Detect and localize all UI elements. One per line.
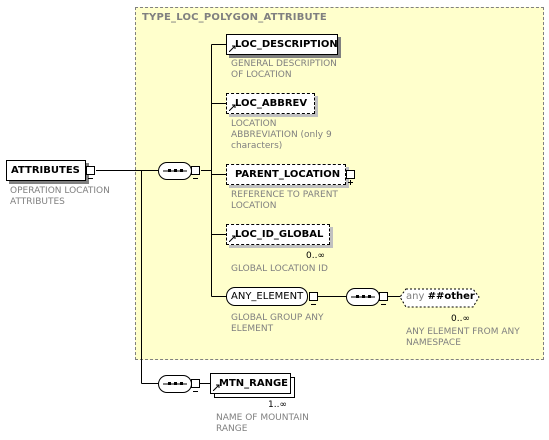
any-wildcard-description: ANY ELEMENT FROM ANY NAMESPACE (406, 327, 520, 348)
occurrence-label: 1..∞ (268, 400, 287, 410)
sequence-compositor[interactable] (346, 288, 380, 306)
element-description: GLOBAL LOCATION ID (231, 264, 328, 274)
sequence-compositor-icon (163, 382, 187, 385)
element-label: LOC_ID_GLOBAL (235, 229, 324, 240)
element-parent-location[interactable]: PARENT_LOCATION (226, 164, 346, 185)
any-prefix: any (406, 291, 425, 302)
any-wildcard-shape (399, 288, 480, 308)
element-description: NAME OF MOUNTAIN RANGE (216, 413, 309, 434)
minus-toggle-icon[interactable] (191, 379, 200, 392)
element-label: PARENT_LOCATION (235, 169, 341, 180)
element-loc-id-global[interactable]: LOC_ID_GLOBAL (226, 224, 330, 245)
element-label: MTN_RANGE (219, 378, 288, 389)
reference-arrow-icon (229, 235, 236, 242)
element-description: LOCATION ABBREVIATION (only 9 characters… (231, 119, 332, 151)
element-description: GENERAL DESCRIPTION OF LOCATION (231, 59, 337, 80)
element-loc-description[interactable]: LOC_DESCRIPTION (226, 34, 338, 55)
sequence-compositor[interactable] (158, 162, 192, 180)
reference-arrow-icon (229, 45, 236, 52)
occurrence-label: 0..∞ (451, 314, 470, 324)
element-label: LOC_ABBREV (235, 98, 308, 109)
group-any-element[interactable]: ANY_ELEMENT (226, 287, 308, 306)
plus-toggle-icon[interactable] (346, 170, 355, 185)
group-label: ANY_ELEMENT (231, 291, 304, 302)
reference-arrow-icon (229, 104, 236, 111)
element-loc-abbrev[interactable]: LOC_ABBREV (226, 93, 315, 114)
group-description: GLOBAL GROUP ANY ELEMENT (231, 313, 324, 334)
any-wildcard[interactable]: any ##other (406, 291, 475, 302)
sequence-compositor-icon (351, 295, 375, 298)
sequence-compositor[interactable] (158, 375, 192, 393)
reference-arrow-icon (213, 384, 220, 391)
any-namespace-label: ##other (427, 291, 475, 302)
element-mtn-range[interactable]: MTN_RANGE (210, 373, 291, 394)
group-title: TYPE_LOC_POLYGON_ATTRIBUTE (142, 12, 327, 23)
root-element-description: OPERATION LOCATION ATTRIBUTES (10, 186, 110, 207)
root-element-attributes[interactable]: ATTRIBUTES (6, 160, 86, 181)
minus-toggle-icon[interactable] (86, 166, 95, 179)
sequence-compositor-icon (163, 169, 187, 172)
minus-toggle-icon[interactable] (191, 166, 200, 179)
element-description: REFERENCE TO PARENT LOCATION (231, 190, 338, 211)
minus-toggle-icon[interactable] (309, 292, 318, 305)
element-label: LOC_DESCRIPTION (235, 39, 338, 50)
root-element-label: ATTRIBUTES (11, 165, 80, 176)
minus-toggle-icon[interactable] (379, 292, 388, 305)
occurrence-label: 0..∞ (306, 251, 325, 261)
